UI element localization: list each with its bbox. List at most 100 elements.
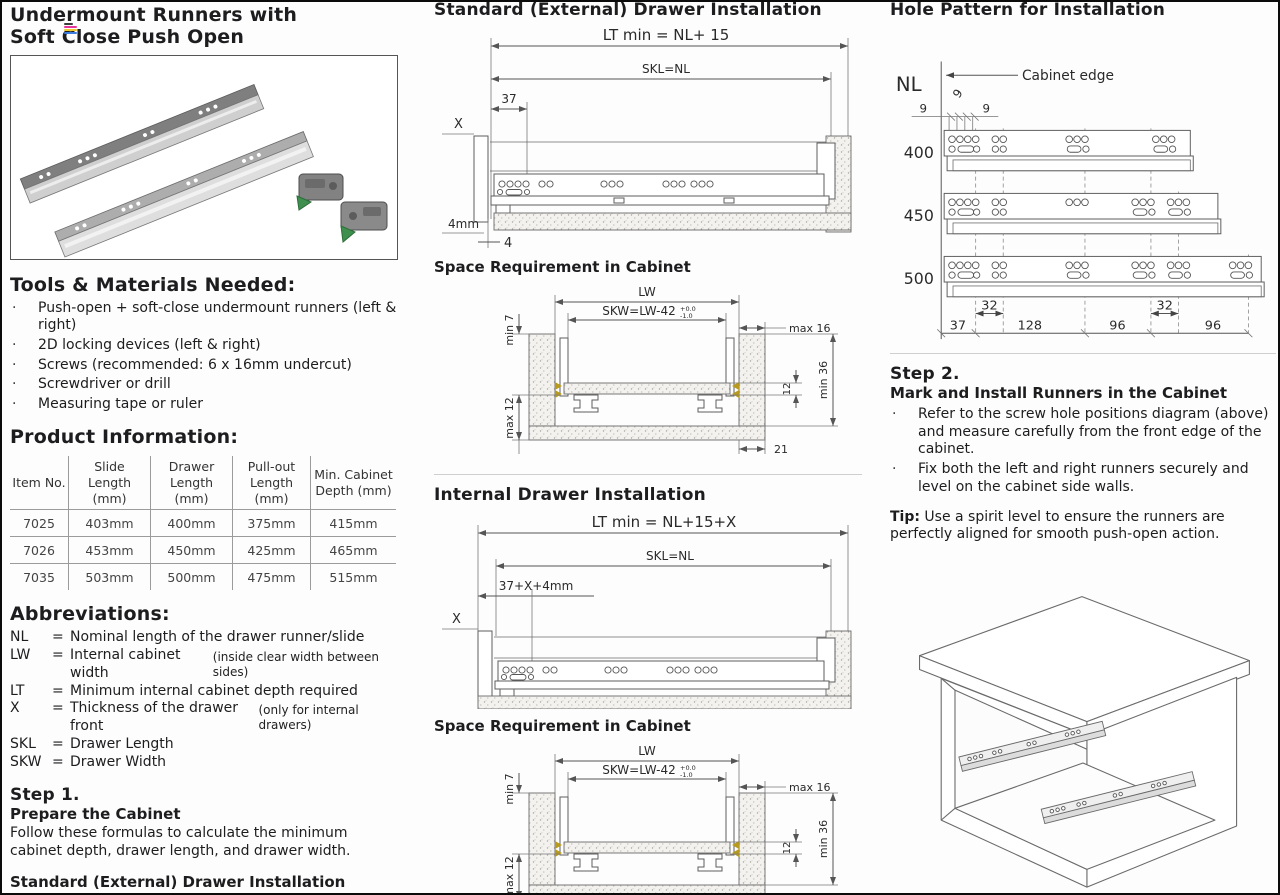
abbr-note: (only for internal drawers) [258, 702, 359, 733]
product-photo [10, 54, 398, 260]
tools-heading: Tools & Materials Needed: [10, 273, 296, 296]
standard-installation-diagram: LT min = NL+ 15 SKL=NL 37 X [442, 26, 852, 250]
dim-label-min7: min 7 [503, 773, 516, 804]
dim-label-min7: min 7 [503, 314, 516, 345]
dim-label-96a: 96 [1109, 318, 1125, 333]
table-cell: 7026 [10, 536, 68, 563]
space-requirement-diagram-2: LW SKW=LW-42 +0.0 -1.0 min 7 [503, 744, 838, 893]
dim-label-min36: min 36 [817, 820, 830, 858]
dim-tol-minus: -1.0 [680, 771, 693, 779]
runner-500 [943, 255, 1265, 298]
step1-standard-heading: Standard (External) Drawer Installation [10, 873, 346, 892]
table-cell: 453mm [68, 536, 150, 564]
abbr-eq: = [52, 647, 64, 664]
cabinet-edge-label: Cabinet edge [1022, 68, 1114, 84]
runner-profile-right [697, 394, 723, 413]
runner-450 [943, 192, 1222, 235]
list-item: · Screwdriver or drill [10, 376, 400, 394]
page-title-line1: Undermount Runners with [10, 4, 298, 26]
hole-pattern-heading: Hole Pattern for Installation [890, 0, 1166, 20]
list-item: ·Push-open + soft-close undermount runne… [10, 300, 400, 335]
dim-label-max16: max 16 [789, 781, 830, 794]
table-header-cell: Item No. [12, 475, 66, 491]
abbr-desc: Internal cabinet width [70, 647, 181, 681]
dim-label-32a: 32 [981, 299, 997, 314]
abbr-row: X=Thickness of the drawer front(only for… [10, 700, 400, 736]
space-requirement-heading: Space Requirement in Cabinet [434, 258, 691, 276]
dim-label-9a: 9 [920, 102, 928, 116]
list-item: ·Refer to the screw hole positions diagr… [890, 406, 1276, 459]
dim-label-37: 37 [950, 318, 966, 333]
space-requirement-diagram: LW SKW=LW-42 +0.0 -1.0 min 7 [503, 285, 838, 456]
tip-paragraph: Tip: Use a spirit level to ensure the ru… [890, 509, 1276, 544]
dim-label-min36: min 36 [817, 361, 830, 399]
cabinet-isometric-drawing [918, 595, 1250, 888]
dim-label-21: 21 [774, 443, 788, 456]
runner-profile-left [573, 853, 599, 872]
dim-label-skw: SKW=LW-42 [602, 304, 676, 318]
cabinet-bottom [528, 425, 766, 441]
abbreviations-list: NL=Nominal length of the drawer runner/s… [10, 629, 400, 771]
abbr-eq: = [52, 700, 64, 717]
list-item: ·2D locking devices (left & right) [10, 337, 400, 355]
drawer-front-part [477, 630, 493, 700]
product-info-table: Item No. Slide Length (mm) Drawer Length… [10, 456, 400, 591]
tool-item: Screwdriver or drill [38, 376, 171, 393]
mount-arrows [555, 382, 739, 398]
runner-400 [943, 129, 1194, 172]
abbreviations-heading: Abbreviations: [10, 603, 170, 626]
instruction: Refer to the screw hole positions diagra… [918, 406, 1269, 458]
table-cell: 500mm [150, 563, 232, 591]
bullet-dot: · [892, 460, 897, 477]
tip-text: Use a spirit level to ensure the runners… [890, 509, 1225, 543]
cabinet-right-wall [738, 792, 766, 886]
abbr-key: LT [10, 682, 25, 699]
abbr-desc: Minimum internal cabinet depth required [70, 682, 358, 699]
cabinet-left-wall [528, 792, 556, 886]
table-cell: 475mm [232, 563, 310, 591]
step1-subtitle: Prepare the Cabinet [10, 805, 181, 824]
dim-label-37: 37 [501, 92, 516, 106]
cabinet-bottom [528, 884, 766, 893]
abbr-key: SKW [10, 753, 42, 770]
dim-label-4: 4 [504, 236, 512, 250]
dim-label-lt: LT min = NL+ 15 [603, 26, 730, 44]
dim-label-skl: SKL=NL [646, 549, 694, 563]
table-cell: 465mm [310, 536, 396, 564]
table-cell: 400mm [150, 509, 232, 537]
dim-label-37x: 37+X+4mm [499, 579, 574, 593]
dim-label-skw: SKW=LW-42 [602, 763, 676, 777]
standard-installation-heading: Standard (External) Drawer Installation [434, 0, 822, 20]
middle-column: Standard (External) Drawer Installation … [434, 0, 862, 893]
runner-rail-back [19, 83, 265, 204]
runner-right-installed [1040, 770, 1197, 824]
abbr-eq: = [52, 753, 64, 770]
abbr-row: NL=Nominal length of the drawer runner/s… [10, 629, 400, 647]
locking-device-left [296, 173, 344, 211]
tip-label: Tip: [890, 509, 920, 526]
dim-label-lw: LW [638, 285, 656, 299]
bullet-dot: · [12, 395, 17, 412]
hole-pattern-diagram: NL Cabinet edge 9 9 9 400 [896, 61, 1265, 340]
runner-side-view [490, 173, 830, 214]
dim-label-32b: 32 [1157, 299, 1173, 314]
abbr-row: LT=Minimum internal cabinet depth requir… [10, 683, 400, 701]
dim-label-4mm: 4mm [448, 217, 479, 231]
cabinet-right-wall [738, 333, 766, 427]
table-cell: 7025 [10, 509, 68, 536]
drawer-front-part [473, 135, 489, 223]
dim-label-skl: SKL=NL [642, 62, 690, 76]
bullet-dot: · [12, 356, 17, 373]
runner-profile-left [573, 394, 599, 413]
bullet-dot: · [12, 376, 17, 393]
step2-subtitle: Mark and Install Runners in the Cabinet [890, 384, 1228, 402]
abbr-desc: Drawer Length [70, 735, 174, 752]
dim-label-128: 128 [1018, 318, 1042, 333]
right-column: Hole Pattern for Installation NL Cabinet… [890, 0, 1276, 893]
tool-item: 2D locking devices (left & right) [38, 336, 261, 353]
abbr-desc: Drawer Width [70, 753, 167, 770]
table-cell: 450mm [150, 536, 232, 564]
table-cell: 403mm [68, 509, 150, 537]
abbr-key: X [10, 700, 20, 717]
